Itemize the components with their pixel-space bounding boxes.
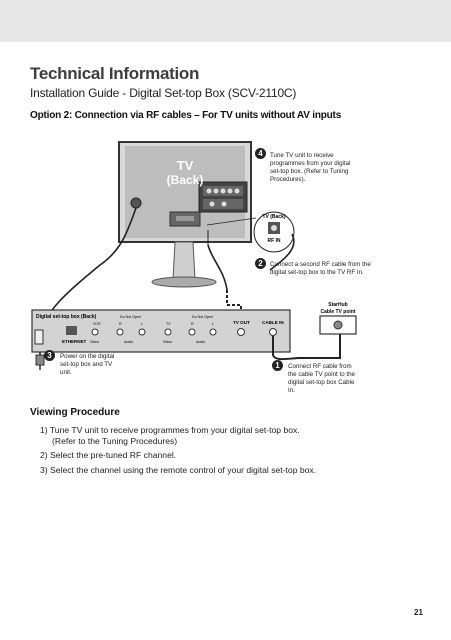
- r2-label: R: [191, 322, 194, 326]
- step-2-number: 2: [255, 258, 266, 269]
- starhub-cable-point: StarHub Cable TV point: [319, 302, 357, 335]
- step-3-number: 3: [44, 350, 55, 361]
- viewing-procedure-heading: Viewing Procedure: [30, 407, 120, 418]
- step-1-text: Connect RF cable from the cable TV point…: [288, 363, 355, 394]
- tv-back-label: (Back): [167, 173, 204, 187]
- l2-label: L: [212, 322, 214, 326]
- rf-in-label: RF IN: [267, 238, 280, 244]
- video1-label: Video: [90, 340, 99, 344]
- do-not-open-1: Do Not Open: [120, 315, 141, 319]
- ethernet-label: ETHERNET: [62, 339, 87, 344]
- starhub-point-label: Cable TV point: [321, 309, 356, 315]
- step-2-text: Connect a second RF cable from the digit…: [270, 261, 371, 276]
- do-not-open-2: Do Not Open: [192, 315, 213, 319]
- tv-port-label: TV: [166, 322, 171, 326]
- audio2-label: Audio: [196, 340, 205, 344]
- power-plug-icon: [35, 354, 45, 370]
- page-title: Technical Information: [30, 64, 200, 83]
- tv-label: TV: [177, 158, 194, 173]
- procedure-step-2: 2) Select the pre-tuned RF channel.: [40, 450, 177, 460]
- step-4-number: 4: [255, 148, 266, 159]
- tv-out-label: TV OUT: [233, 320, 250, 325]
- l1-label: L: [141, 322, 143, 326]
- step-4-text: Tune TV unit to receive programmes from …: [270, 152, 351, 183]
- procedure-step-1: 1) Tune TV unit to receive programmes fr…: [40, 425, 300, 435]
- cable-in-label: CABLE IN: [262, 320, 284, 325]
- vcr-label: VCR: [93, 322, 101, 326]
- r1-label: R: [119, 322, 122, 326]
- connection-diagram: TV (Back) TV (Back) RF IN Digital set-to…: [31, 141, 357, 370]
- step-1-number: 1: [272, 360, 283, 371]
- set-top-box-panel: Digital set-top box (Back) Do Not Open D…: [31, 309, 291, 353]
- video2-label: Video: [163, 340, 172, 344]
- stb-label: Digital set-top box (Back): [36, 314, 97, 320]
- audio1-label: Audio: [124, 340, 133, 344]
- tv-illustration: TV (Back): [118, 141, 252, 288]
- procedure-step-3: 3) Select the channel using the remote c…: [40, 465, 317, 475]
- tv-back-callout-label: TV (Back): [262, 214, 285, 220]
- page-subtitle: Installation Guide - Digital Set-top Box…: [30, 86, 297, 100]
- procedure-step-1-note: (Refer to the Tuning Procedures): [52, 436, 178, 446]
- tv-rf-in-callout: TV (Back) RF IN: [206, 211, 295, 253]
- header-bar: [0, 0, 451, 42]
- option-heading: Option 2: Connection via RF cables – For…: [30, 110, 342, 121]
- page-number: 21: [414, 608, 423, 617]
- starhub-label: StarHub: [328, 302, 347, 308]
- rf-cable-1: [272, 330, 341, 361]
- step-3-text: Power on the digital set-top box and TV …: [60, 353, 115, 376]
